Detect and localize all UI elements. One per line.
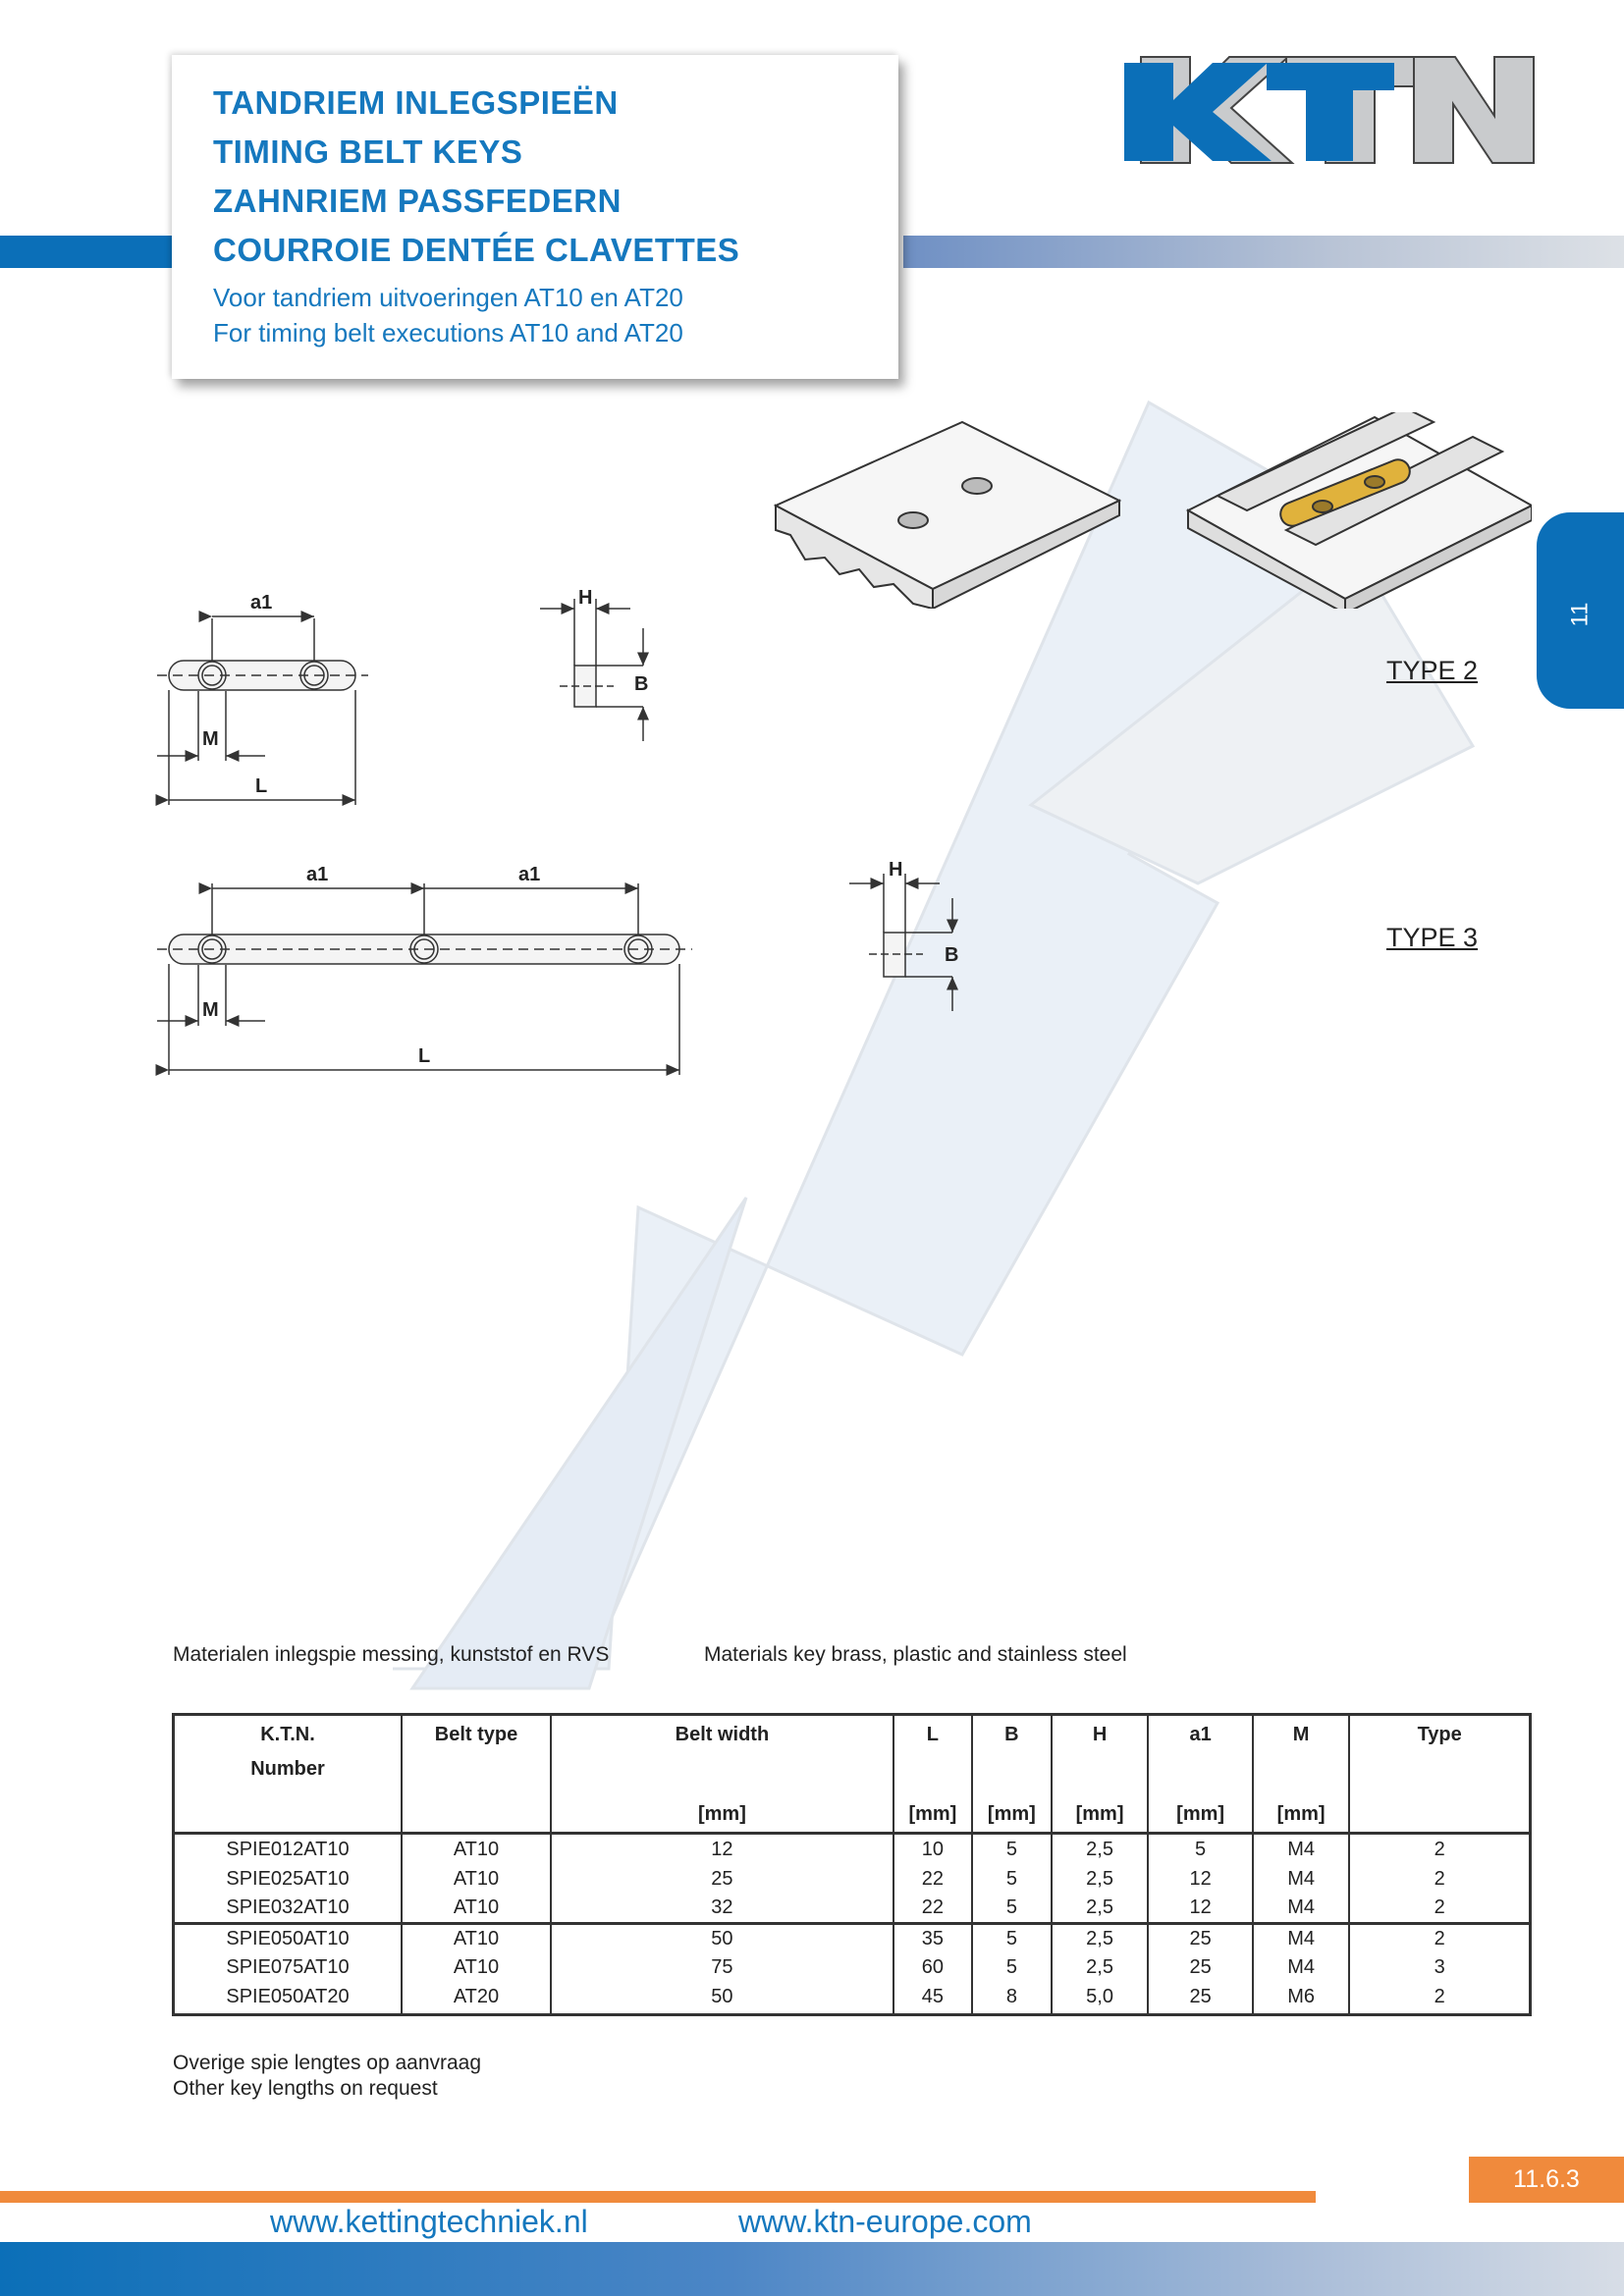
header-ktn-number: K.T.N. Number [173,1714,402,1835]
header-band-right [903,236,1624,268]
label-m-type3: M [202,999,219,1021]
label-h-type2: H [578,587,593,609]
header-b: B [mm] [970,1714,1052,1835]
title-line-de: ZAHNRIEM PASSFEDERN [213,183,622,219]
materials-en: Materials key brass, plastic and stainle… [704,1643,1127,1666]
footer-orange-bar [0,2191,1316,2203]
header-belt-width: Belt width [mm] [550,1714,893,1835]
footer-band [0,2242,1624,2296]
title-line-en: TIMING BELT KEYS [213,133,523,170]
label-l-type3: L [418,1045,431,1067]
label-a1-type3-right: a1 [518,864,541,885]
type-2-label: TYPE 2 [1386,656,1479,685]
ktn-logo [1124,56,1535,164]
chapter-tab-label: 11 [1566,602,1594,627]
page-number: 11.6.3 [1469,2157,1624,2203]
label-a1-type3-left: a1 [306,864,329,885]
footer-link-ktn-europe[interactable]: www.ktn-europe.com [738,2204,1032,2239]
header-l: L [mm] [892,1714,972,1835]
note-nl: Overige spie lengtes op aanvraag [173,2052,482,2074]
subtitle-nl: Voor tandriem uitvoeringen AT10 en AT20 [213,283,683,312]
title-box: TANDRIEM INLEGSPIEËN TIMING BELT KEYS ZA… [172,55,898,379]
technical-drawing [155,599,958,1076]
key-illustration-3d [773,412,1532,609]
note-en: Other key lengths on request [173,2077,438,2100]
chapter-tab: 11 [1537,512,1624,709]
materials-nl: Materialen inlegspie messing, kunststof … [173,1643,610,1666]
label-b-type3: B [945,944,959,966]
footer-link-kettingtechniek[interactable]: www.kettingtechniek.nl [270,2204,588,2239]
header-type: Type [1348,1714,1531,1835]
label-a1-type2: a1 [250,592,273,614]
spec-table: K.T.N. Number Belt type Belt width [mm] … [172,1713,1532,2016]
title-line-nl: TANDRIEM INLEGSPIEËN [213,84,619,121]
label-b-type2: B [634,673,649,695]
label-h-type3: H [889,859,903,881]
header-belt-type: Belt type [401,1714,551,1835]
label-l-type2: L [255,775,268,797]
header-h: H [mm] [1050,1714,1149,1835]
subtitle-en: For timing belt executions AT10 and AT20 [213,318,683,347]
table-header-row: K.T.N. Number Belt type Belt width [mm] … [173,1714,1531,1835]
header-m: M [mm] [1251,1714,1350,1835]
label-m-type2: M [202,728,219,750]
header-a1: a1 [mm] [1147,1714,1253,1835]
header-band-left [0,236,172,268]
title-line-fr: COURROIE DENTÉE CLAVETTES [213,232,740,268]
type-3-label: TYPE 3 [1386,923,1479,952]
